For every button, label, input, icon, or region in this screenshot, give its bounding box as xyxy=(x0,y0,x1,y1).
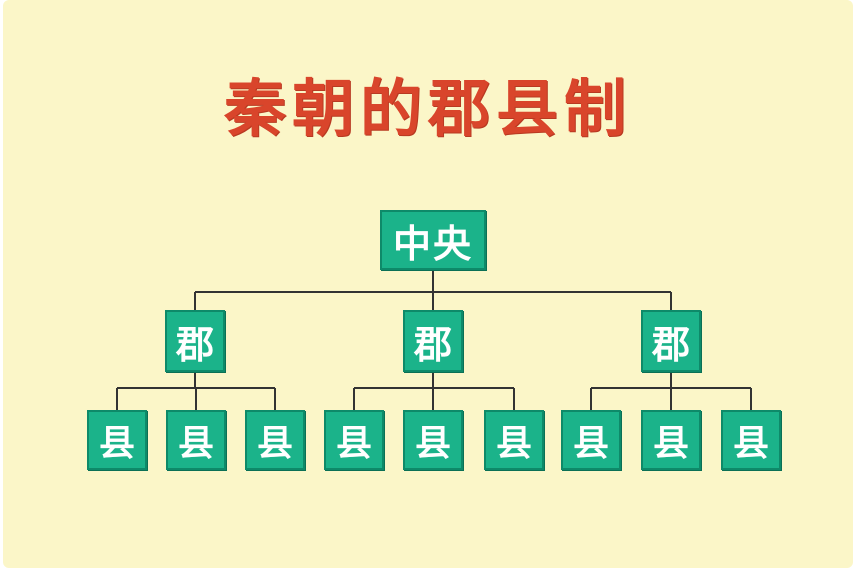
jun-node: 郡 xyxy=(165,310,225,372)
xian-node: 县 xyxy=(87,410,147,470)
xian-node: 县 xyxy=(403,410,463,470)
xian-node: 县 xyxy=(721,410,781,470)
xian-node: 县 xyxy=(166,410,226,470)
xian-node: 县 xyxy=(561,410,621,470)
xian-node: 县 xyxy=(324,410,384,470)
diagram-canvas xyxy=(3,0,853,568)
xian-node: 县 xyxy=(641,410,701,470)
diagram-title: 秦朝的郡县制 xyxy=(223,72,632,145)
xian-node: 县 xyxy=(484,410,544,470)
jun-node: 郡 xyxy=(403,310,463,372)
central-node: 中央 xyxy=(380,210,486,270)
jun-node: 郡 xyxy=(641,310,701,372)
xian-node: 县 xyxy=(245,410,305,470)
